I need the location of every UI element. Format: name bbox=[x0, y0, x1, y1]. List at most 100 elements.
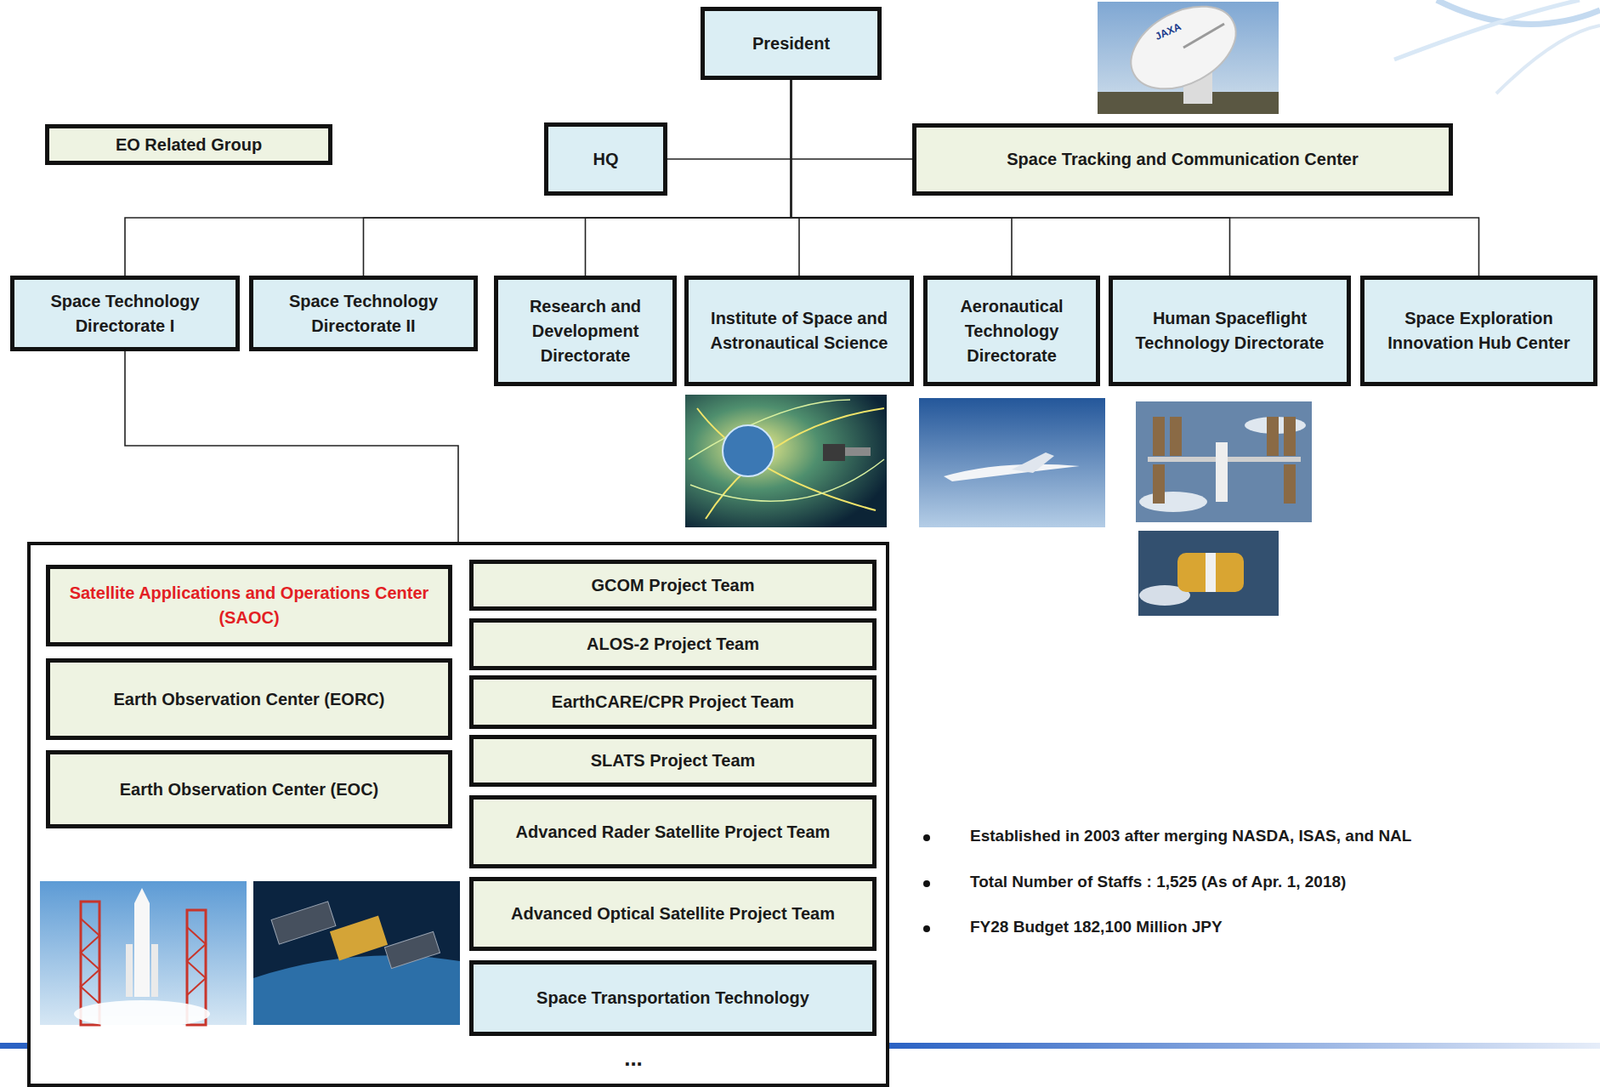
probe-panel bbox=[845, 447, 871, 456]
fact-text: Established in 2003 after merging NASDA,… bbox=[970, 826, 1412, 846]
swoosh-arc bbox=[1496, 25, 1600, 94]
antenna-photo bbox=[1097, 0, 1279, 114]
node-label: EarthCARE/CPR Project Team bbox=[551, 689, 795, 715]
president-box: President bbox=[700, 6, 882, 80]
solar-array bbox=[1283, 464, 1296, 504]
team-box: GCOM Project Team bbox=[469, 559, 877, 611]
footer-line bbox=[889, 1042, 1600, 1049]
exhaust-cloud bbox=[73, 999, 210, 1027]
iss-image bbox=[1135, 401, 1312, 522]
swoosh-arc bbox=[1394, 0, 1580, 60]
node-label: Institute of Space and Astronautical Sci… bbox=[695, 306, 903, 356]
node-label: Space Transportation Technology bbox=[536, 985, 810, 1010]
team-box: Advanced Rader Satellite Project Team bbox=[469, 794, 877, 869]
solar-array bbox=[1169, 416, 1182, 456]
photo-earth bbox=[1135, 401, 1312, 522]
isas-image bbox=[685, 394, 887, 528]
bullet-dot bbox=[923, 924, 931, 932]
node-label: Earth Observation Center (EORC) bbox=[113, 686, 386, 712]
connector-line bbox=[124, 79, 792, 276]
directorate-box: Aeronautical Technology Directorate bbox=[923, 275, 1101, 386]
aircraft bbox=[943, 464, 1080, 482]
group-container: ... Satellite Applications and Operations… bbox=[27, 541, 890, 1087]
bullet-dot bbox=[923, 879, 931, 887]
antenna-dish bbox=[1117, 0, 1250, 106]
team-box: ALOS-2 Project Team bbox=[469, 618, 877, 670]
hq-box: HQ bbox=[544, 122, 668, 196]
aircraft-wing bbox=[1011, 452, 1055, 473]
center-box: Earth Observation Center (EORC) bbox=[45, 658, 453, 740]
htv-body bbox=[1177, 552, 1244, 592]
ellipsis-text: ... bbox=[590, 1046, 676, 1069]
node-label: HQ bbox=[593, 147, 619, 172]
node-label: President bbox=[752, 31, 830, 57]
connector-line bbox=[124, 351, 459, 542]
antenna-feed bbox=[1183, 23, 1225, 48]
legend-text: EO Related Group bbox=[115, 132, 262, 158]
photo-sky bbox=[919, 397, 1106, 528]
solar-panel bbox=[271, 901, 336, 944]
node-label: Advanced Rader Satellite Project Team bbox=[516, 819, 831, 845]
node-label: Space Technology Directorate I bbox=[21, 289, 229, 339]
solar-panel bbox=[384, 930, 440, 968]
rocket-booster bbox=[125, 943, 133, 997]
launch-tower-lattice bbox=[187, 926, 206, 995]
aero-image bbox=[919, 397, 1106, 528]
photo-earth bbox=[1138, 530, 1279, 616]
iss-module bbox=[1215, 442, 1228, 502]
htv-band bbox=[1205, 552, 1216, 592]
solar-array bbox=[1152, 416, 1165, 456]
center-box: Earth Observation Center (EOC) bbox=[45, 749, 453, 829]
satellite-body bbox=[329, 915, 388, 961]
node-label: ALOS-2 Project Team bbox=[586, 631, 760, 657]
rocket-booster bbox=[151, 943, 159, 997]
node-label: GCOM Project Team bbox=[591, 573, 755, 598]
probe-body bbox=[822, 443, 846, 461]
fact-text: Total Number of Staffs : 1,525 (As of Ap… bbox=[970, 872, 1346, 891]
rocket-image bbox=[39, 880, 247, 1027]
corner-swoosh bbox=[1394, 0, 1600, 94]
bullet-dot bbox=[923, 834, 931, 841]
directorate-box: Research and Development Directorate bbox=[493, 275, 677, 386]
connector-line bbox=[791, 79, 800, 276]
legend-swatch: EO Related Group bbox=[45, 124, 333, 165]
satellite-image bbox=[253, 880, 460, 1025]
team-box: Space Transportation Technology bbox=[469, 959, 877, 1036]
node-label: Space Technology Directorate II bbox=[260, 289, 467, 339]
node-label: Earth Observation Center (EOC) bbox=[119, 777, 380, 802]
cloud bbox=[1139, 491, 1208, 512]
team-box: SLATS Project Team bbox=[469, 734, 877, 787]
directorate-box: Space Technology Directorate II bbox=[249, 275, 478, 352]
solar-array bbox=[1266, 416, 1279, 456]
rocket-nose bbox=[134, 887, 150, 903]
bullets bbox=[923, 834, 931, 932]
logo-text: JAXA bbox=[1153, 20, 1184, 43]
launch-tower-lattice bbox=[80, 918, 100, 1004]
node-label: Human Spaceflight Technology Directorate bbox=[1119, 306, 1340, 356]
swoosh-arc bbox=[1436, 0, 1600, 24]
node-label: Satellite Applications and Operations Ce… bbox=[56, 580, 442, 630]
earth-limb bbox=[253, 954, 460, 1025]
solar-array bbox=[1283, 416, 1296, 456]
field-line bbox=[690, 459, 885, 501]
footer-line bbox=[0, 1042, 28, 1049]
photo-space bbox=[253, 880, 460, 1025]
htv-image bbox=[1138, 530, 1279, 616]
node-label: Advanced Optical Satellite Project Team bbox=[510, 901, 835, 926]
team-box: EarthCARE/CPR Project Team bbox=[469, 675, 877, 729]
solar-array bbox=[1152, 464, 1165, 504]
node-label: Research and Development Directorate bbox=[504, 294, 666, 369]
connector-line bbox=[667, 79, 792, 159]
center-box: Satellite Applications and Operations Ce… bbox=[45, 564, 453, 647]
node-label: Space Exploration Innovation Hub Center bbox=[1371, 306, 1587, 356]
node-label: SLATS Project Team bbox=[590, 748, 756, 773]
directorate-box: Human Spaceflight Technology Directorate bbox=[1108, 275, 1351, 386]
node-label: Space Tracking and Communication Center bbox=[1006, 147, 1358, 172]
connector-line bbox=[791, 79, 914, 159]
node-label: Aeronautical Technology Directorate bbox=[934, 294, 1090, 369]
directorate-box: Institute of Space and Astronautical Sci… bbox=[684, 275, 914, 386]
earth bbox=[722, 425, 774, 477]
rocket-body bbox=[134, 902, 150, 997]
photo-space bbox=[685, 394, 887, 528]
